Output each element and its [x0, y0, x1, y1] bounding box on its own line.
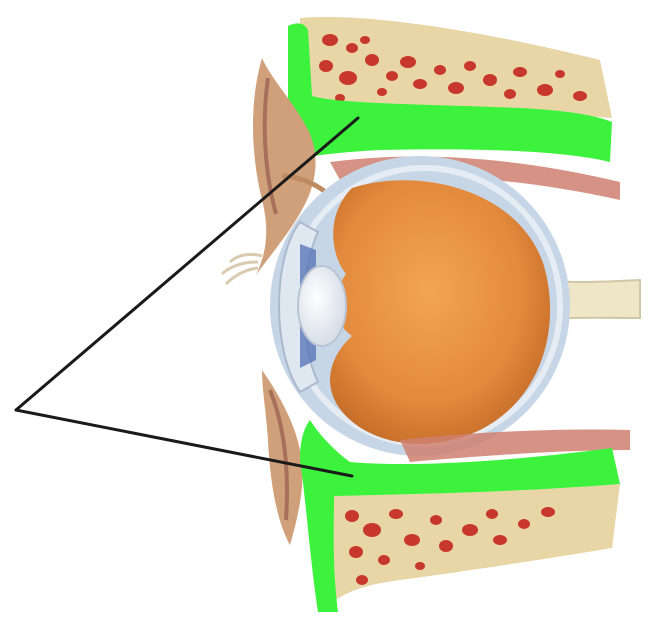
eyelashes [222, 254, 262, 284]
lens [298, 266, 346, 346]
lower-bone [330, 484, 620, 600]
lower-eyelid [262, 370, 302, 545]
lower-orbital-wall [300, 420, 630, 612]
eyeball [270, 156, 640, 456]
